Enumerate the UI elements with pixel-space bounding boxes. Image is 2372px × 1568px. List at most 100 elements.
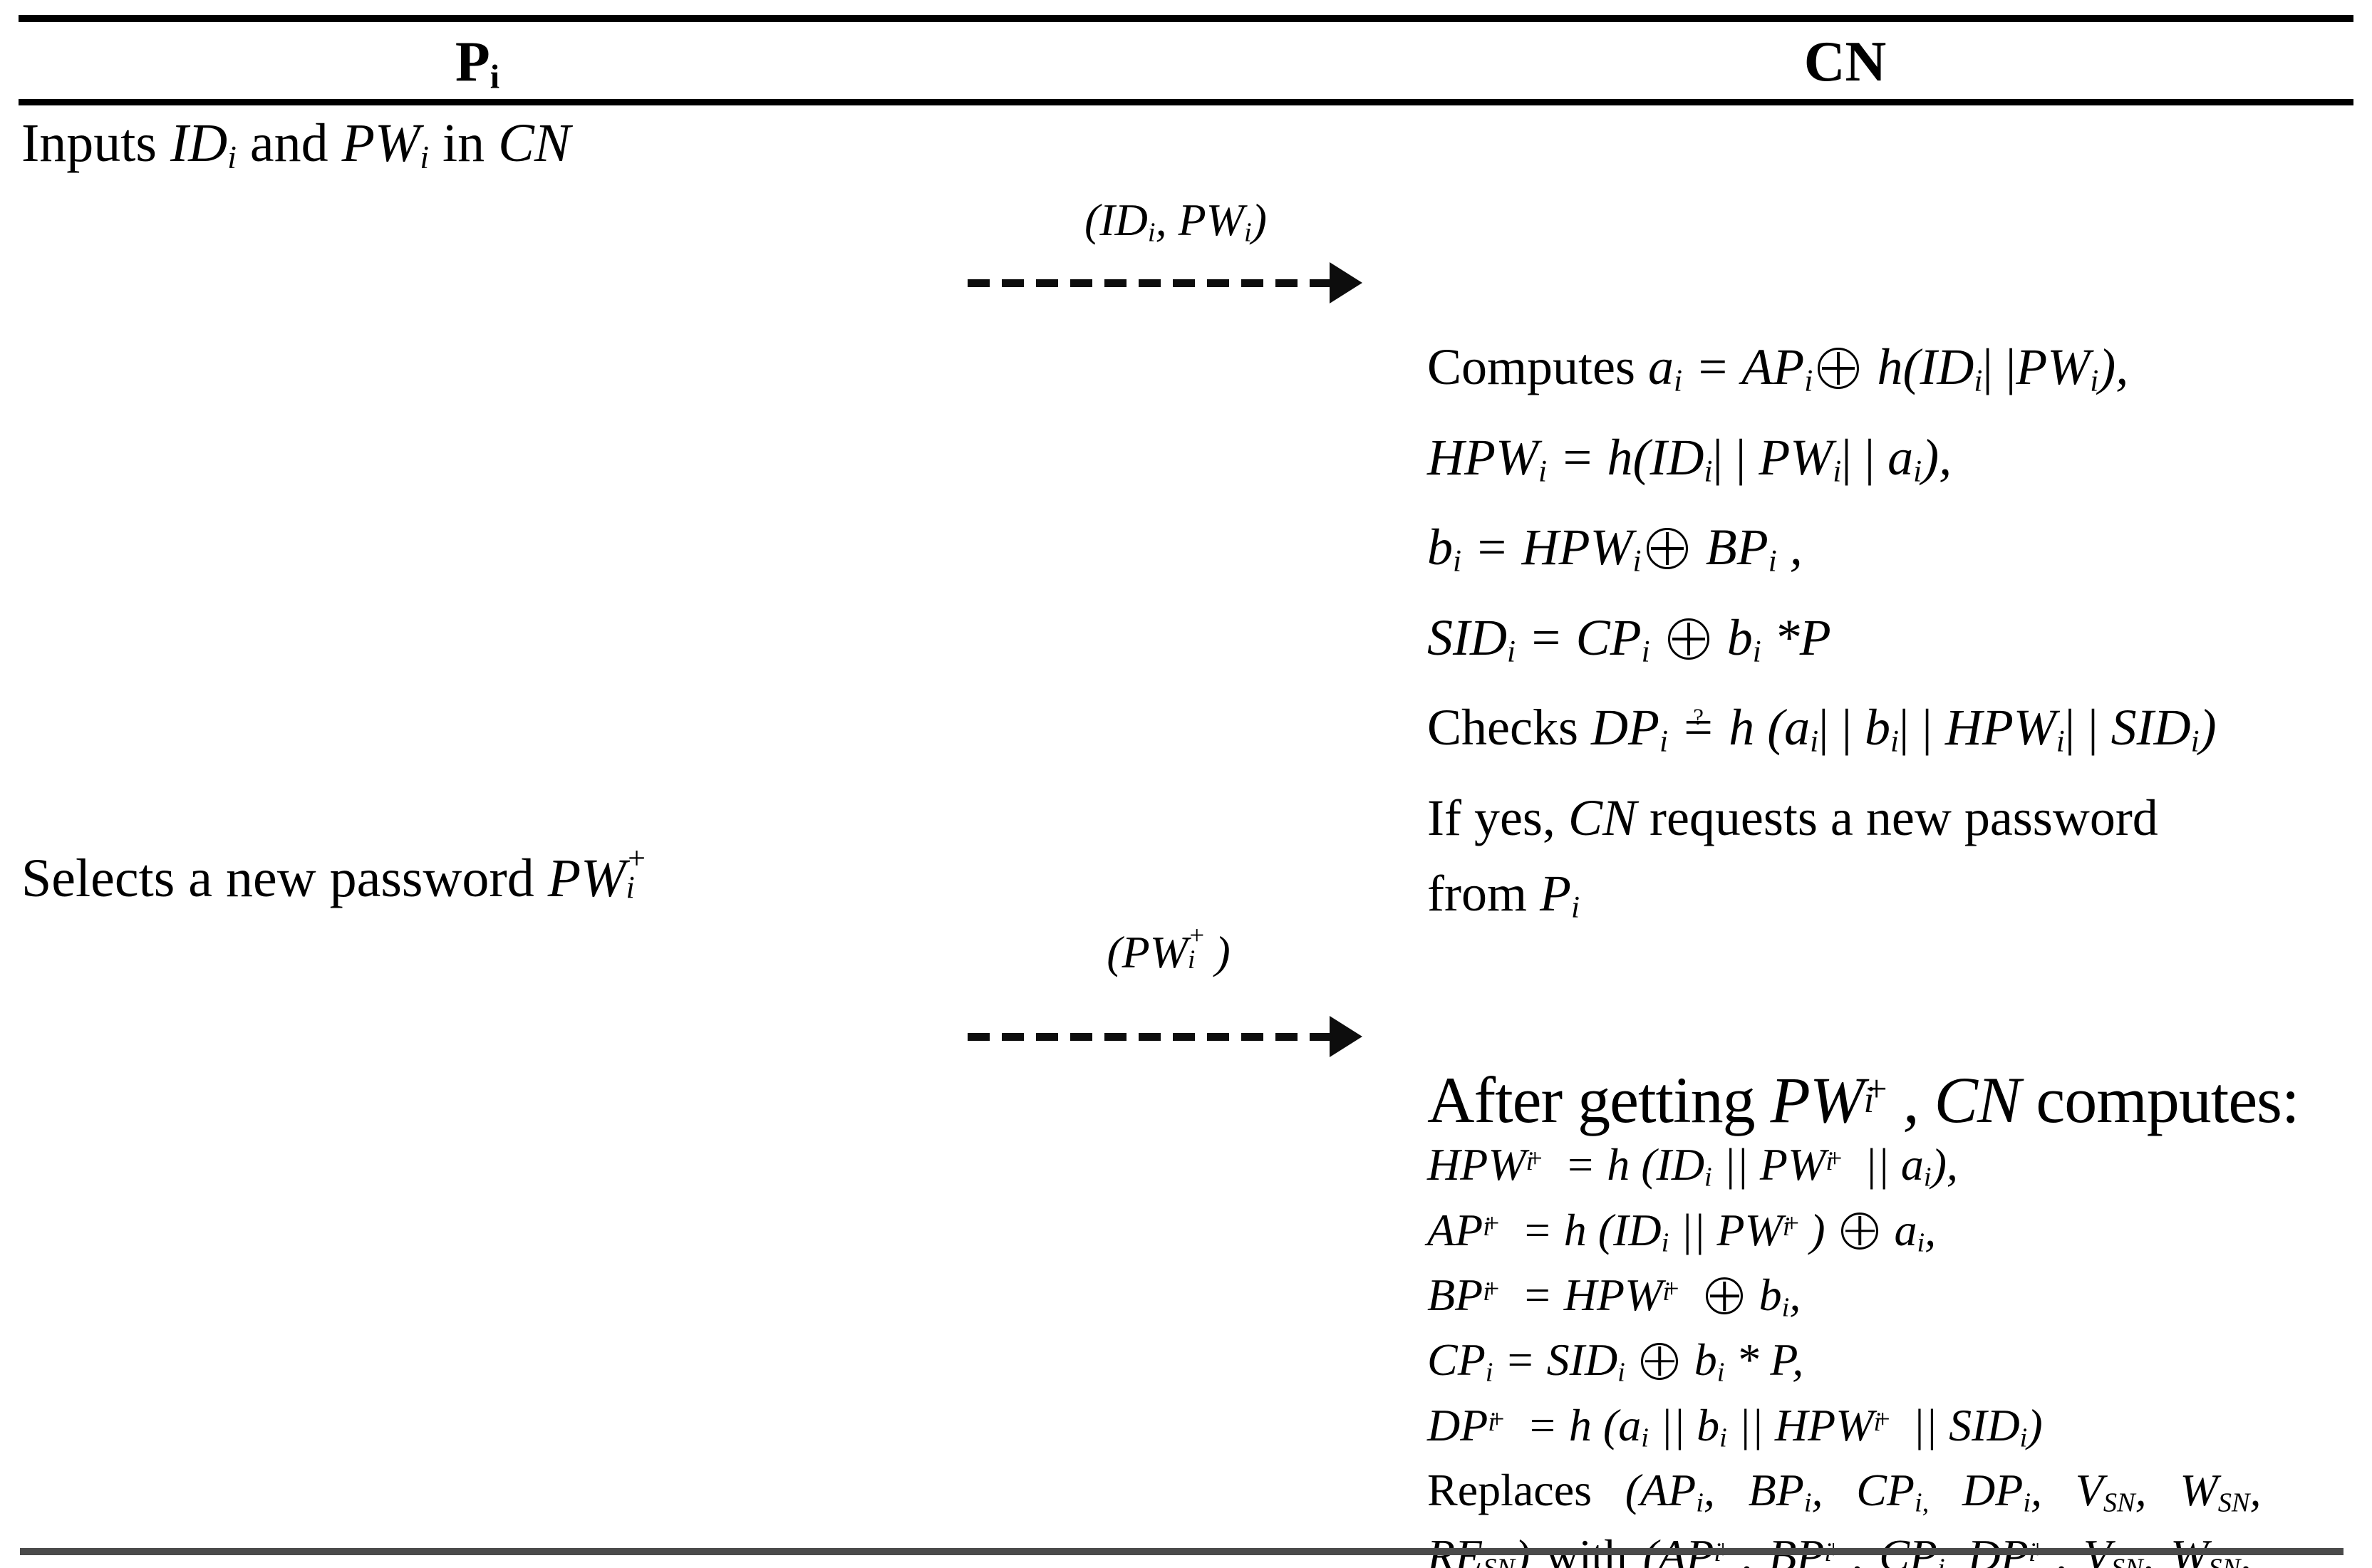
text-token: a [1882,1204,1917,1255]
formula-line: from Pi [1427,856,2217,946]
text-token: b [1427,519,1453,576]
text-token: | | [2064,699,2111,756]
text-token: PW [1759,428,1833,486]
text-token: HPW [1427,428,1538,486]
text-token: i [1804,364,1813,398]
formula-line: bi = HPWi BPi , [1427,509,2217,600]
text-token: V [2075,1465,2103,1516]
text-token: DP [1929,1465,2024,1516]
block2-title: After getting PW+i, CN computes: [1427,1064,2300,1137]
column-header-cn: CN [1318,30,2372,95]
text-token: ) [1215,927,1231,977]
text-token: Computes [1427,338,1649,395]
text-token: , [2249,1465,2262,1516]
text-token: W [2180,1465,2218,1516]
text-token: Inputs [21,113,170,173]
text-token: i [1632,544,1642,578]
text-token: Checks [1427,699,1591,756]
text-token: i [1768,544,1777,578]
text-token: i [1570,891,1580,924]
text-token: After getting [1427,1064,1771,1137]
text-token: ) [1810,1204,1837,1255]
text-token: i [1661,1227,1669,1257]
text-token: SID [1427,608,1507,666]
text-token: i [1803,1487,1812,1518]
arrow-dashed-line [968,1032,1332,1041]
text-token: (ID [1084,194,1148,245]
text-token: HPW [1944,699,2056,756]
text-token: a [1648,338,1674,395]
text-token [1625,1334,1637,1385]
text-token: CN [1934,1064,2021,1137]
text-token: | | [1899,699,1945,756]
text-token: ), [1931,1139,1958,1190]
text-token: = SID [1493,1334,1618,1386]
cn-computation-block-1: Computes ai = APi h(IDi| |PWi), HPWi = h… [1427,329,2217,945]
text-token: BP [1692,519,1768,576]
question-equals-icon: ?= [1684,699,1713,756]
text-token: CN [498,113,571,173]
text-token: i [1719,1423,1727,1453]
text-token: = h (ID [1553,1139,1705,1190]
cn-computation-block-2: After getting PW+i, CN computes: HPW+i =… [1427,1064,2300,1568]
text-token: Replaces [1427,1465,1625,1516]
text-token: , [1703,1465,1749,1516]
table-top-rule [19,15,2353,22]
text-token: i [1243,217,1252,248]
supsub: +i [1483,1274,1500,1307]
text-token: CP [1856,1465,1915,1516]
text-token: | | [1712,428,1759,486]
text-token: i [1506,635,1516,668]
text-token: i [1659,725,1668,759]
supsub: +i [1662,1274,1679,1307]
formula-line: Replaces (APi, BPi, CPi, DPi, VSN, WSN, [1427,1464,2299,1529]
formula-line: AP+i = h (IDi || PW+i) ai, [1427,1204,2299,1269]
text-token: ) [1251,194,1267,245]
text-token: i [1538,455,1547,488]
arrow-dashed-line [968,279,1332,287]
text-token: i [2019,1423,2028,1453]
text-token: a [1887,428,1914,486]
text-token: i [1890,725,1899,759]
supsub: +i [1483,1209,1500,1242]
text-token: ) [2199,699,2217,756]
text-token: i [2190,725,2200,759]
formula-line: SIDi = CPi bi *P [1427,600,2217,690]
text-token: i [1485,1357,1493,1388]
text-token: *P [1761,608,1831,666]
text-token: (AP [1625,1465,1697,1516]
text-token: i [490,58,500,96]
text-token: , [1789,1270,1801,1320]
text-token: i, [1937,1553,1952,1568]
text-token: computes: [2020,1064,2299,1137]
supsub: +i [1782,1209,1800,1242]
text-token: BP [1427,1270,1483,1320]
text-token: PW [547,848,626,908]
text-token: in [429,113,499,173]
text-token: = h (a [1515,1399,1642,1450]
text-token: i [1833,455,1842,488]
text-token: i [1617,1357,1625,1388]
text-token: CN [1568,789,1637,846]
text-token: CP [1427,1334,1486,1386]
text-token: * P, [1724,1334,1804,1386]
text-token: i [1453,544,1461,578]
xor-oplus-icon [1667,618,1709,660]
text-token: Selects a new password [21,848,548,908]
text-token: | | [1982,338,2016,395]
text-token: , [1925,1204,1937,1255]
text-token: || b [1648,1399,1720,1450]
text-token: i [1641,1423,1649,1453]
text-token: || HPW [1726,1399,1874,1450]
column-header-pi: Pi [0,30,955,97]
text-token: || PW [1711,1139,1826,1190]
text-token: P [455,31,490,93]
text-token: ID [170,113,228,173]
text-token: = CP [1515,608,1642,666]
text-token: | | [1841,428,1888,486]
text-token: PW [1770,1064,1865,1137]
text-token: PW [2016,338,2091,395]
pi-step-inputs: Inputs IDi and PWi in CN [21,113,571,176]
xor-oplus-icon [1818,348,1860,390]
supsub: +i [1188,920,1205,975]
